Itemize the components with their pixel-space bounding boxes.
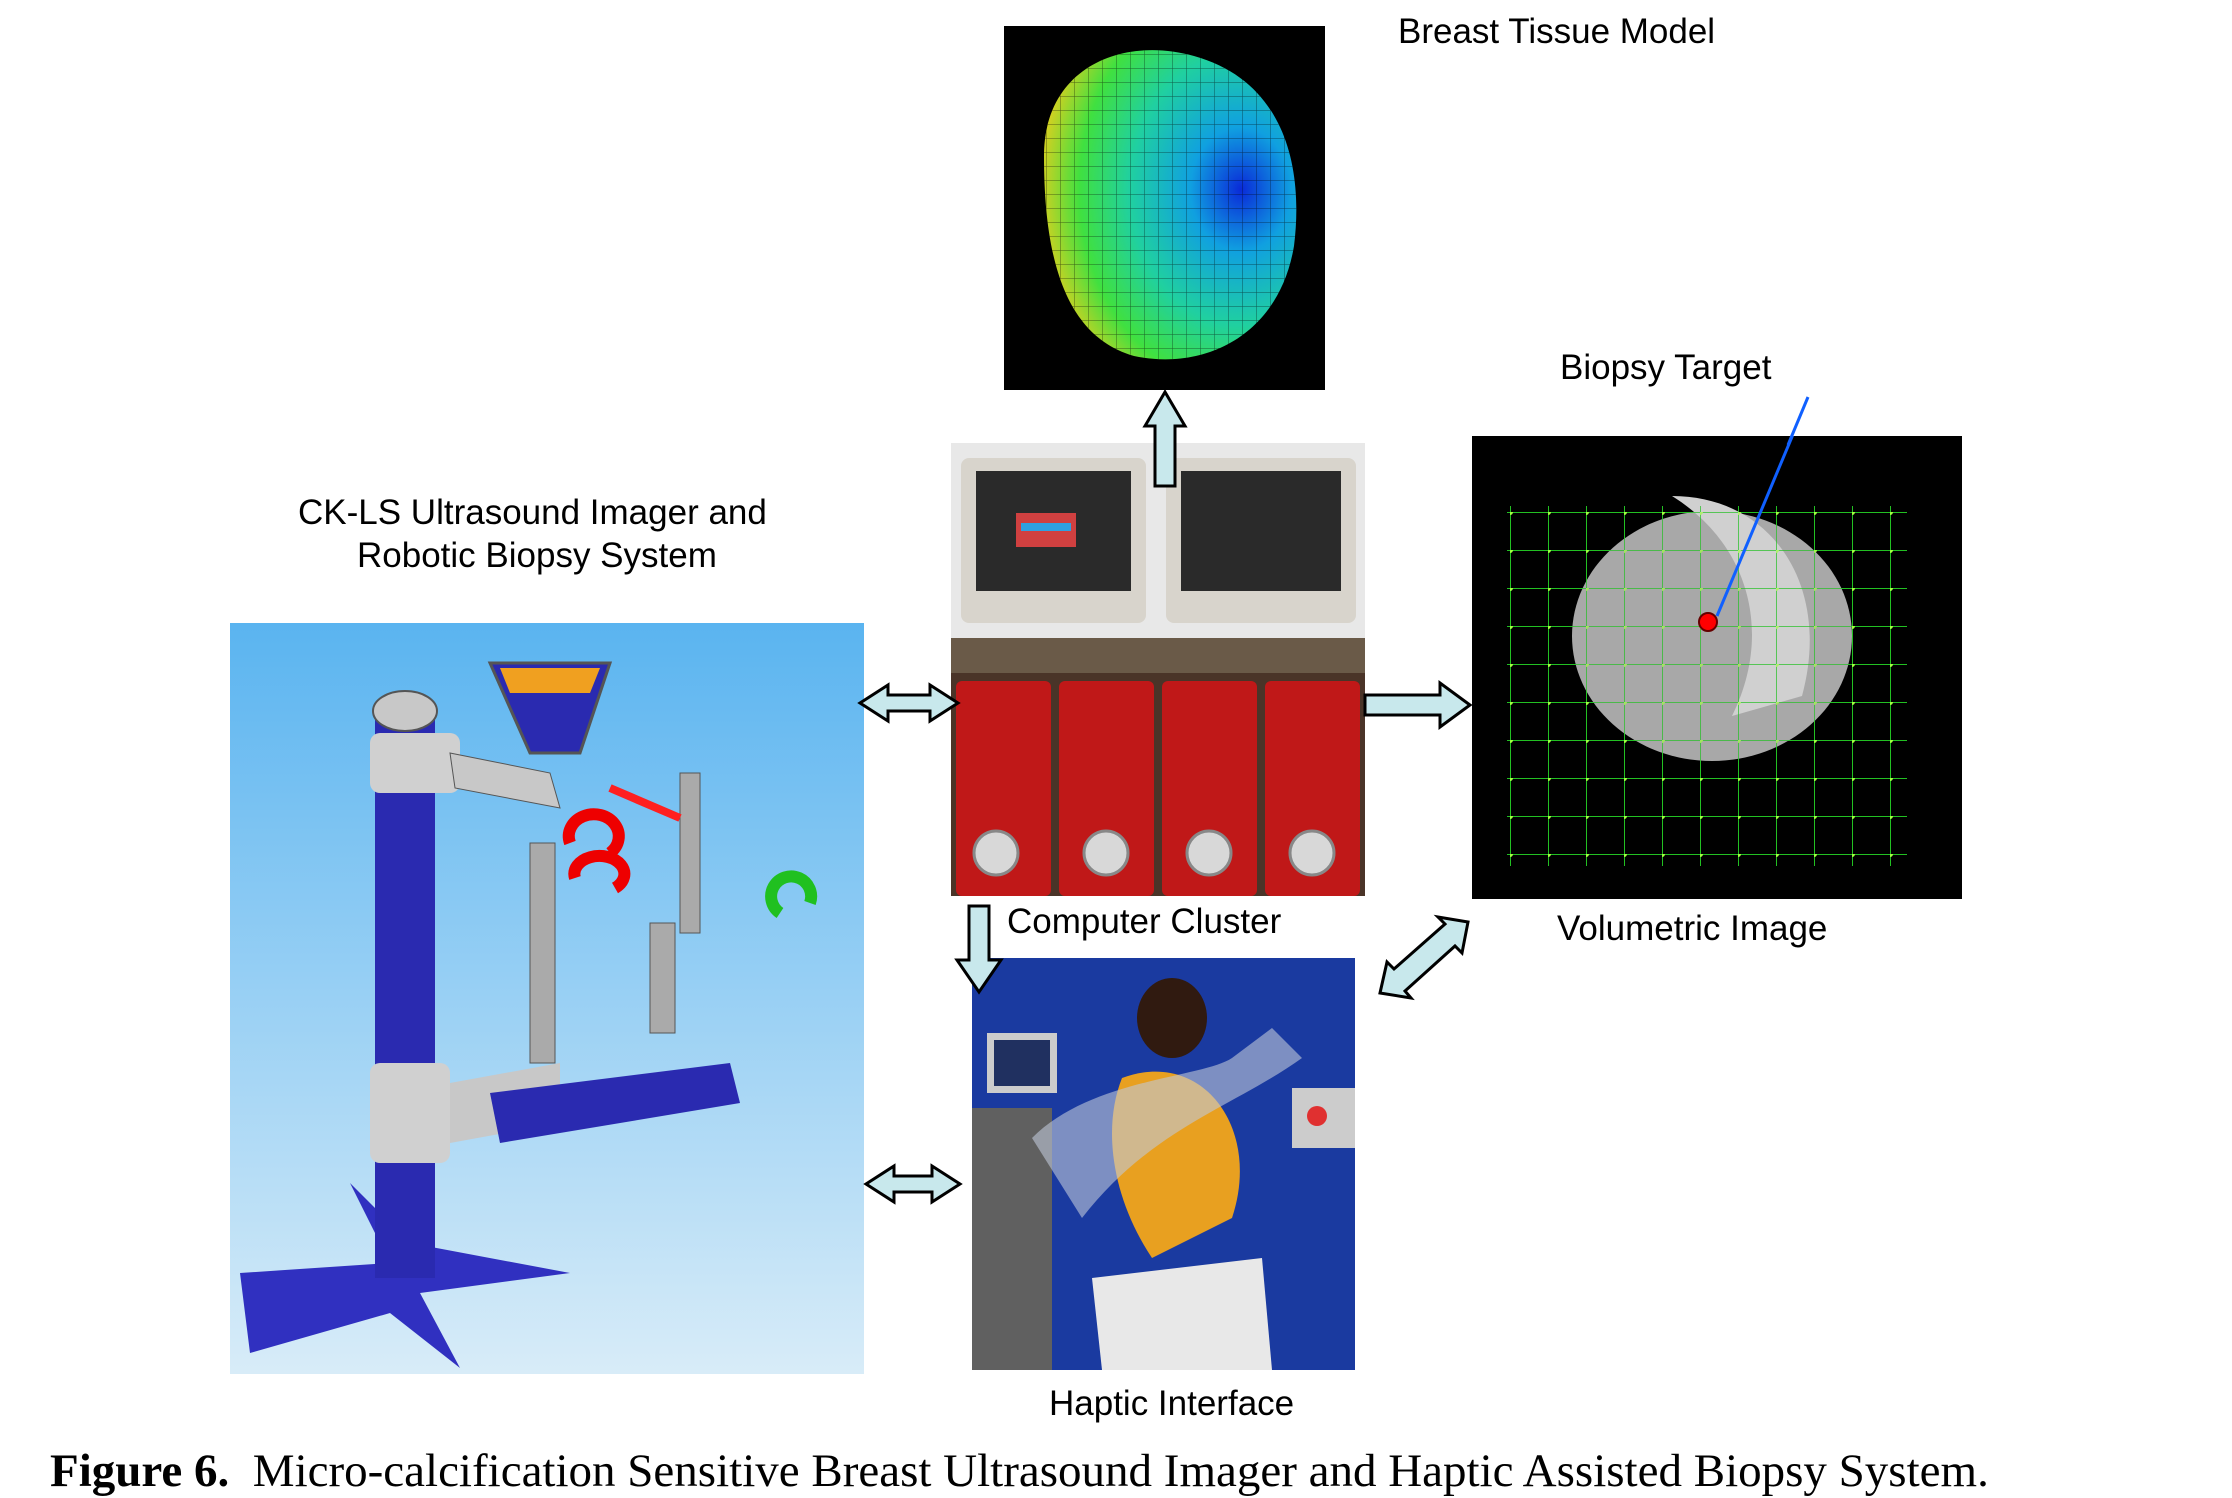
caption-text: Micro-calcification Sensitive Breast Ult… — [252, 1445, 1989, 1497]
ck-ls-label-line2: Robotic Biopsy System — [357, 536, 717, 575]
ck-ls-label-line1: CK-LS Ultrasound Imager and — [298, 493, 767, 532]
computer-cluster-image — [951, 443, 1365, 896]
figure-caption: Figure 6. Micro-calcification Sensitive … — [50, 1444, 1989, 1498]
biopsy-target-pointer-icon — [1786, 396, 1810, 445]
robotic-biopsy-system-image — [230, 623, 864, 1374]
computer-cluster-label: Computer Cluster — [1007, 902, 1282, 941]
figure-label: Figure 6. — [50, 1445, 230, 1497]
haptic-interface-label: Haptic Interface — [1049, 1384, 1295, 1423]
volumetric-image-label: Volumetric Image — [1557, 909, 1828, 948]
arrow-cluster-to-volumetric — [1363, 680, 1473, 730]
biopsy-target-marker — [1698, 612, 1718, 632]
biopsy-target-label: Biopsy Target — [1560, 348, 1772, 387]
arrow-robot-haptic — [863, 1163, 963, 1205]
breast-tissue-model-label: Breast Tissue Model — [1398, 12, 1716, 51]
arrow-robot-cluster — [857, 682, 961, 724]
haptic-interface-image — [972, 958, 1355, 1370]
volumetric-image — [1472, 436, 1962, 899]
breast-tissue-model-image — [1004, 26, 1325, 390]
arrow-haptic-volumetric — [1378, 914, 1470, 1001]
